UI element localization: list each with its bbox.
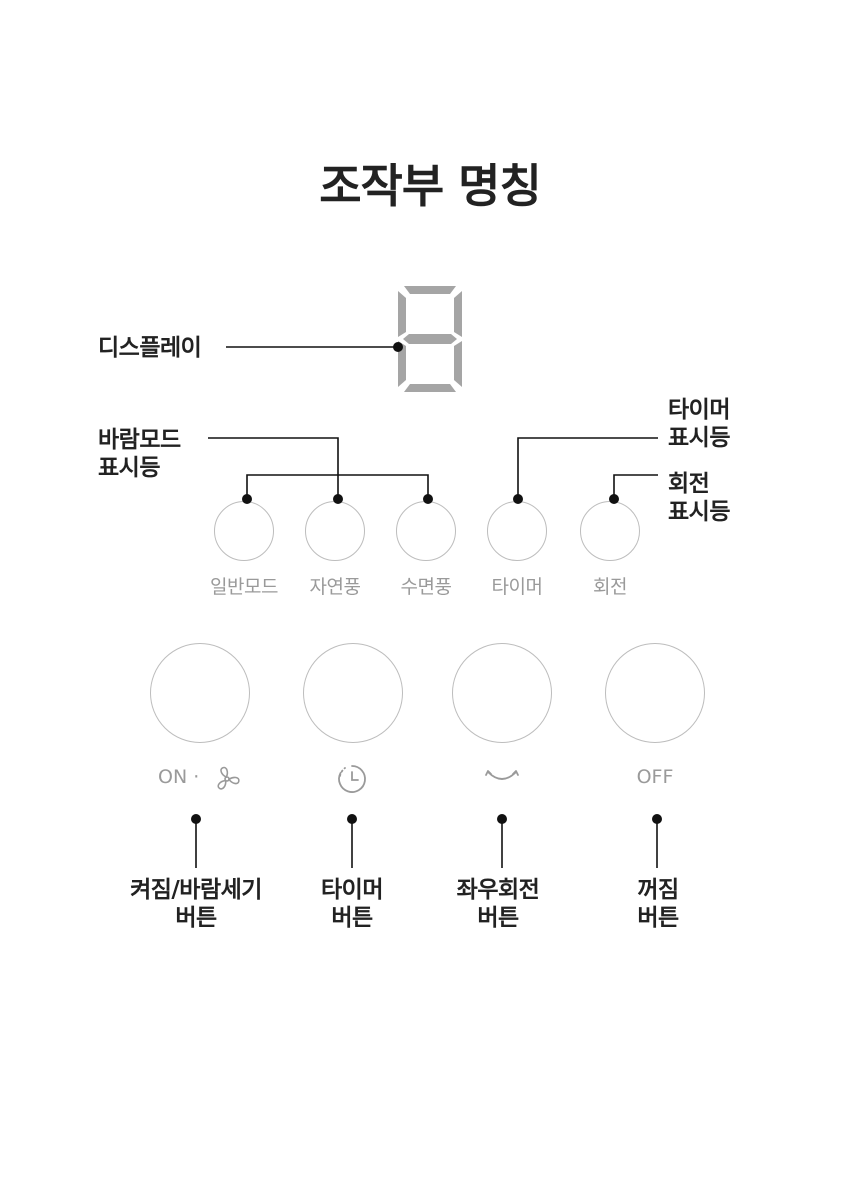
leader-dot-power-on-button	[191, 814, 201, 824]
fan-icon	[217, 766, 240, 790]
callout-timer-button: 타이머 버튼	[321, 877, 383, 931]
leader-dot-power-off-button	[652, 814, 662, 824]
page-title: 조작부 명칭	[319, 159, 542, 213]
leader-line-rotation-indicator	[613, 474, 658, 499]
callout-display: 디스플레이	[98, 335, 202, 361]
power-on-wind-button[interactable]	[150, 643, 250, 743]
segment-top	[404, 286, 456, 294]
leader-dot-rotation	[609, 494, 619, 504]
timer-button[interactable]	[303, 643, 403, 743]
callout-timer-indicator: 타이머 표시등	[668, 397, 730, 451]
rotation-arc-icon	[485, 770, 519, 780]
leader-dot-sleep	[423, 494, 433, 504]
rotation-button[interactable]	[452, 643, 552, 743]
indicator-label-timer: 타이머	[491, 576, 543, 598]
callout-wind-mode-indicator: 바람모드 표시등	[98, 427, 181, 481]
leader-line-wind-mode	[208, 437, 339, 499]
callout-rotation-button: 좌우회전 버튼	[456, 877, 540, 931]
indicator-label-rotation: 회전	[593, 576, 627, 598]
segment-top-left	[398, 291, 406, 337]
leader-dot-rotation-button	[497, 814, 507, 824]
power-on-wind-label: ON ·	[158, 766, 248, 788]
leader-line-timer-indicator	[517, 437, 658, 499]
power-off-label: OFF	[636, 766, 674, 788]
callout-power-on-wind-button: 켜짐/바람세기 버튼	[130, 877, 262, 931]
segment-bottom-right	[454, 341, 462, 387]
power-off-button[interactable]	[605, 643, 705, 743]
leader-dot-normal	[242, 494, 252, 504]
timer-clock-icon	[338, 765, 366, 793]
leader-dot-display	[393, 342, 403, 352]
indicator-label-natural: 자연풍	[309, 576, 361, 598]
segment-middle	[403, 334, 457, 344]
callout-rotation-indicator: 회전 표시등	[668, 471, 730, 525]
callout-power-off-button: 꺼짐 버튼	[637, 877, 679, 931]
segment-top-right	[454, 291, 462, 337]
indicator-label-normal: 일반모드	[210, 576, 278, 598]
leader-line-wind-mode-branch	[246, 474, 429, 499]
leader-dot-natural	[333, 494, 343, 504]
segment-bottom-left	[398, 341, 406, 387]
leader-dot-timer-button	[347, 814, 357, 824]
indicator-label-sleep: 수면풍	[400, 576, 452, 598]
seven-segment-display	[398, 286, 462, 392]
segment-bottom	[404, 384, 456, 392]
leader-dot-timer	[513, 494, 523, 504]
on-text: ON ·	[158, 766, 200, 788]
